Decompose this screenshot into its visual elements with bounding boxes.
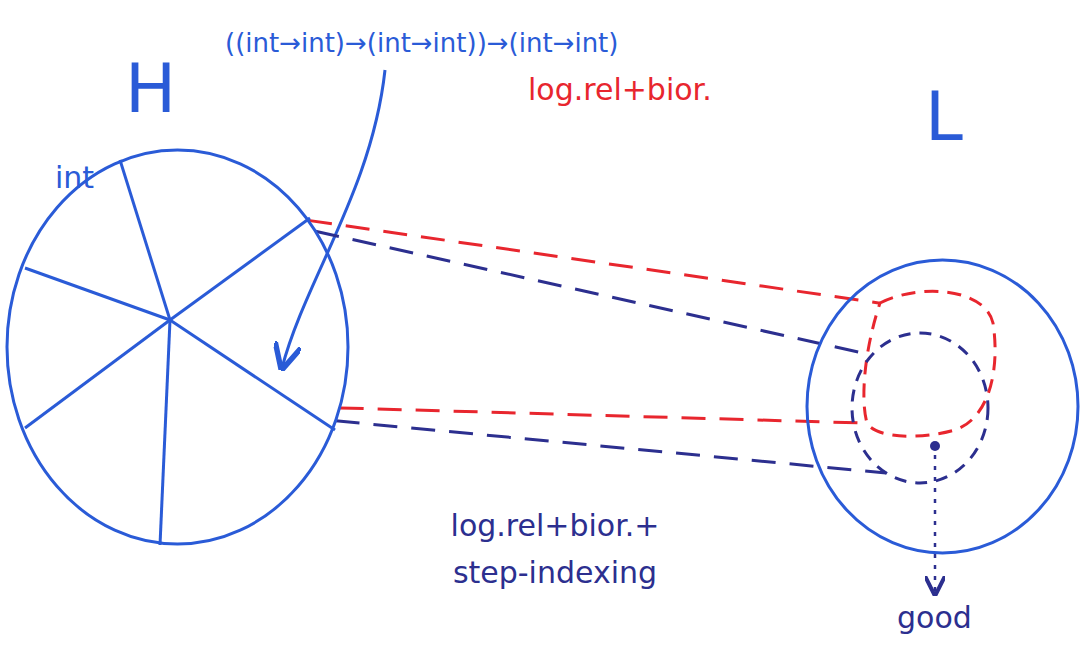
type-label: ((int→int)→(int→int))→(int→int): [225, 28, 618, 59]
sector-line: [170, 218, 310, 320]
set-heading: H: [125, 48, 176, 130]
dotted-arrow: [934, 455, 937, 594]
relation-funnel: [308, 220, 880, 423]
point-dot: [930, 441, 940, 451]
set-circle: [807, 260, 1078, 553]
high-level-set: Hint: [5, 148, 350, 546]
set-heading: L: [925, 76, 963, 158]
set-outline: [805, 258, 1080, 555]
blue-region: [852, 333, 988, 483]
sector-line: [120, 160, 170, 320]
low-level-set: L: [805, 258, 1080, 555]
sector-line: [170, 320, 335, 430]
set-outline: [5, 148, 350, 546]
relation-funnel: [315, 231, 886, 473]
sector-line: [160, 320, 170, 545]
pointer-arrow: [282, 70, 385, 368]
sector-line: [25, 268, 170, 320]
set-circle: [7, 150, 348, 544]
sector-label: int: [55, 160, 94, 196]
edge-label: log.rel+bior.: [528, 72, 712, 108]
edge-label: log.rel+bior.+ step-indexing: [425, 503, 685, 596]
sector-line: [25, 320, 170, 428]
result-label: good: [897, 600, 972, 636]
